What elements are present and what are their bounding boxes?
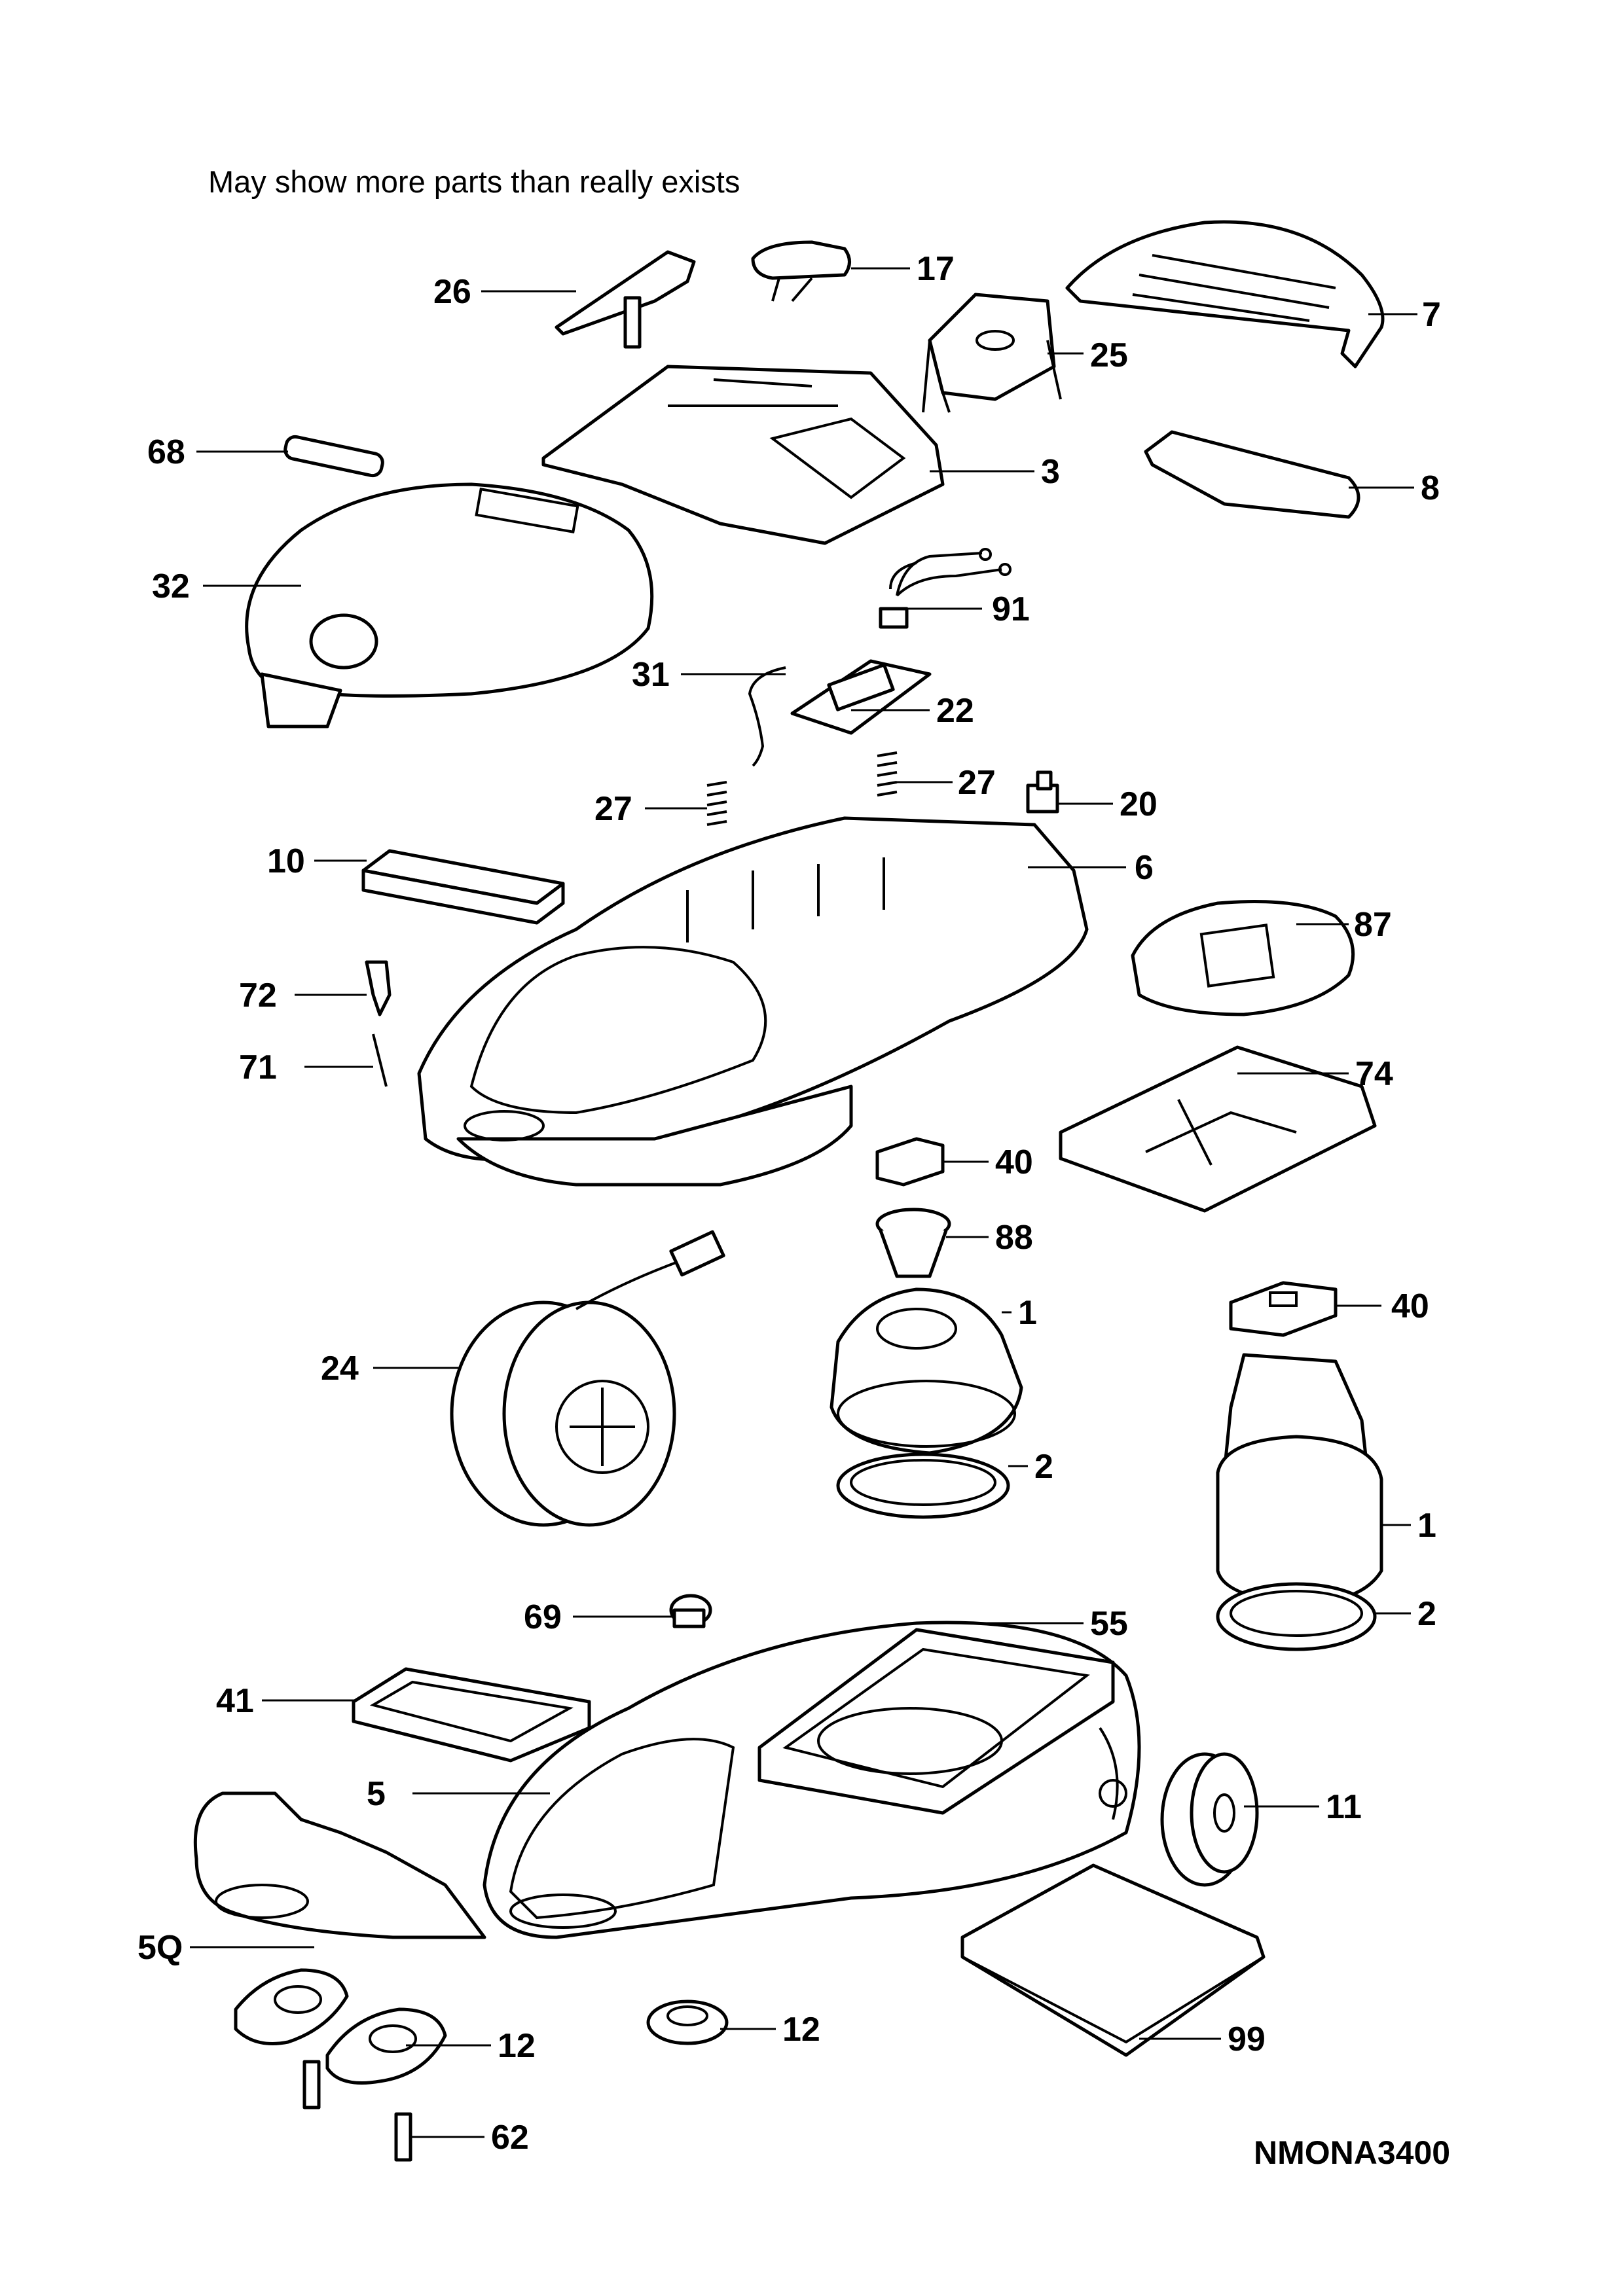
drawing-code: NMONA3400: [1254, 2134, 1451, 2171]
part-62-screw-right: [394, 2112, 412, 2162]
callout-26: 26: [433, 273, 471, 311]
callout-24: 24: [321, 1350, 359, 1388]
callout-1-center: 1: [1018, 1294, 1037, 1332]
callout-25: 25: [1090, 336, 1128, 374]
callout-55: 55: [1090, 1605, 1128, 1643]
part-22-circuit-board: [790, 659, 932, 735]
part-2-ring-right: [1216, 1582, 1377, 1651]
callout-32: 32: [152, 567, 190, 605]
leader-lines: [190, 267, 1417, 2138]
part-5q-front-bumper: [193, 1791, 486, 1939]
part-74-filter-mat: [1059, 1045, 1377, 1213]
part-31-wire: [748, 666, 786, 767]
part-11-wheel: [1160, 1752, 1259, 1887]
callout-41: 41: [216, 1682, 254, 1720]
part-26-clip: [555, 250, 696, 349]
part-12-castor-right: [325, 2007, 447, 2085]
part-25-electronic-box: [922, 293, 1062, 413]
callout-27-left: 27: [594, 790, 632, 828]
callout-62: 62: [491, 2119, 529, 2157]
part-12-castor-left: [234, 1968, 349, 2045]
disclaimer-note: May show more parts than really exists: [208, 164, 740, 199]
callout-8: 8: [1421, 469, 1440, 507]
callout-69: 69: [524, 1598, 562, 1636]
part-40-filter-right: [1229, 1281, 1338, 1337]
part-72-clip: [365, 960, 392, 1016]
callout-3: 3: [1041, 453, 1060, 491]
callout-12-center: 12: [782, 2011, 820, 2049]
part-6-main-chassis: [417, 816, 1089, 1187]
part-62-screw-left: [302, 2060, 321, 2109]
part-40-filter-small: [875, 1137, 945, 1187]
callout-99: 99: [1228, 2020, 1266, 2058]
callout-12-left: 12: [498, 2027, 536, 2065]
callout-40-right: 40: [1391, 1287, 1429, 1325]
part-32-front-cover: [245, 482, 654, 728]
part-87-plate: [1131, 900, 1355, 1016]
callout-22: 22: [936, 692, 974, 730]
callout-87: 87: [1354, 906, 1392, 944]
callout-27-right: 27: [958, 764, 996, 802]
callout-11: 11: [1326, 1788, 1362, 1826]
part-27-spring-left: [706, 781, 727, 826]
callout-31: 31: [632, 656, 670, 694]
part-91-cable-harness: [879, 548, 1012, 629]
part-24-cable-reel: [450, 1230, 725, 1527]
part-17-button: [751, 240, 851, 302]
part-1-motor-center: [830, 1287, 1023, 1455]
callout-5: 5: [367, 1775, 386, 1813]
callout-72: 72: [239, 977, 277, 1014]
part-3-upper-cover: [541, 365, 945, 545]
part-88-mesh: [875, 1208, 951, 1278]
part-10-filter-pad: [361, 849, 565, 925]
callout-17: 17: [917, 250, 955, 288]
callout-2-right: 2: [1417, 1595, 1436, 1633]
part-1-motor-right: [1216, 1353, 1383, 1605]
part-12-castor-center: [646, 2000, 729, 2045]
callout-6: 6: [1135, 849, 1154, 887]
callout-91: 91: [992, 590, 1030, 628]
part-99-user-manual: [960, 1863, 1266, 2057]
part-69-plug: [669, 1594, 712, 1628]
part-55-bag-holder: [757, 1628, 1115, 1815]
callout-5q: 5Q: [137, 1929, 183, 1967]
part-20-switch: [1026, 770, 1059, 814]
callout-1-right: 1: [1417, 1507, 1436, 1545]
part-41-gasket: [352, 1667, 591, 1763]
part-8-filter-plate: [1144, 430, 1360, 519]
callout-88: 88: [995, 1219, 1033, 1257]
callout-7: 7: [1422, 296, 1441, 334]
callout-68: 68: [147, 433, 185, 471]
callout-71: 71: [239, 1049, 277, 1086]
part-71-strip: [372, 1033, 388, 1087]
callout-74: 74: [1355, 1055, 1393, 1093]
part-68-pin: [283, 435, 384, 478]
callout-10: 10: [267, 842, 305, 880]
part-27-spring-right: [877, 751, 898, 797]
callout-20: 20: [1120, 785, 1158, 823]
callout-2-center: 2: [1034, 1448, 1053, 1486]
callout-40-small: 40: [995, 1143, 1033, 1181]
part-2-ring-center: [836, 1452, 1010, 1519]
